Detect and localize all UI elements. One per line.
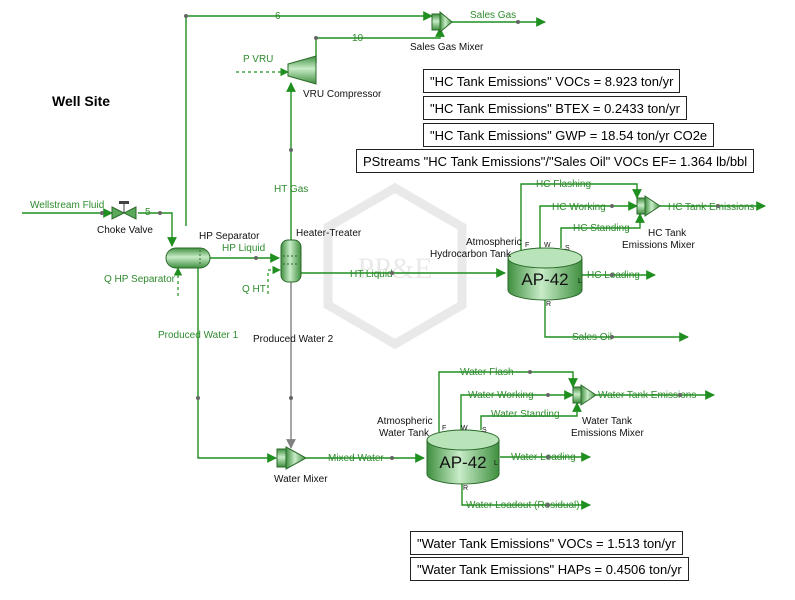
produced-water-1-label: Produced Water 1 <box>158 330 239 341</box>
page-title: Well Site <box>52 93 110 109</box>
p-vru-label: P VRU <box>243 54 273 65</box>
water-flash-label: Water Flash <box>460 367 514 378</box>
vru-compressor[interactable] <box>287 55 317 85</box>
water-loading-label: Water Loading <box>511 452 576 463</box>
watermark-text: PP&E <box>357 252 432 285</box>
result-hc-btex: "HC Tank Emissions" BTEX = 0.2433 ton/yr <box>423 96 687 120</box>
water-loadout-label: Water Loadout (Residual) <box>466 500 580 511</box>
stream-q-ht[interactable] <box>267 265 281 294</box>
heater-treater[interactable] <box>280 239 302 283</box>
result-hc-gwp: "HC Tank Emissions" GWP = 18.54 ton/yr C… <box>423 123 715 147</box>
sales-oil-label: Sales Oil <box>572 332 612 343</box>
vru-compressor-label: VRU Compressor <box>303 89 382 100</box>
water-tank[interactable]: AP-42 <box>426 429 500 485</box>
hp-liquid-label: HP Liquid <box>222 243 265 254</box>
water-tank-label-1: Atmospheric <box>377 416 433 427</box>
hp-separator[interactable] <box>165 247 211 269</box>
stream-water-flash[interactable] <box>438 371 578 432</box>
hc-tank-label-2: Hydrocarbon Tank <box>430 249 512 260</box>
stream-5-label: 5 <box>145 207 151 218</box>
hc-tank-emissions-label: HC Tank Emissions <box>668 202 755 213</box>
hc-port-r: R <box>546 301 551 308</box>
hc-mixer-label-1: HC Tank <box>648 228 687 239</box>
water-tank-emissions-label: Water Tank Emissions <box>598 390 696 401</box>
result-hc-ef: PStreams "HC Tank Emissions"/"Sales Oil"… <box>356 149 755 173</box>
stream-sales-oil[interactable] <box>544 300 689 342</box>
result-water-vocs: "Water Tank Emissions" VOCs = 1.513 ton/… <box>410 531 683 555</box>
watermark: PP&E <box>323 182 467 350</box>
stream-10[interactable] <box>315 27 445 63</box>
wellstream-label: Wellstream Fluid <box>30 200 104 211</box>
ht-liquid-label: HT Liquid <box>350 269 393 280</box>
hc-working-label: HC Working <box>552 202 606 213</box>
water-em-mixer-label-2: Emissions Mixer <box>571 428 644 439</box>
result-hc-vocs: "HC Tank Emissions" VOCs = 8.923 ton/yr <box>423 69 681 93</box>
q-hp-sep-label: Q HP Separator <box>104 274 176 285</box>
sales-gas-mixer-label: Sales Gas Mixer <box>410 42 484 53</box>
choke-valve-label: Choke Valve <box>97 225 153 236</box>
stream-hc-working[interactable] <box>539 201 638 248</box>
stream-produced-water-1[interactable] <box>197 268 277 463</box>
choke-valve[interactable] <box>111 201 137 220</box>
stream-hc-standing[interactable] <box>560 213 645 248</box>
water-mixer[interactable] <box>276 446 308 470</box>
ht-gas-label: HT Gas <box>274 184 308 195</box>
hc-tank-label-1: Atmospheric <box>466 237 522 248</box>
stream-water-working[interactable] <box>460 390 574 430</box>
water-port-w: W <box>461 425 468 432</box>
mixed-water-label: Mixed Water <box>328 453 384 464</box>
stream-10-label: 10 <box>352 33 364 44</box>
hc-standing-label: HC Standing <box>573 223 630 234</box>
hc-tank[interactable]: AP-42 <box>507 247 583 301</box>
water-tank-text: AP-42 <box>439 453 486 472</box>
stream-node-dots <box>100 14 720 507</box>
stream-water-standing[interactable] <box>480 402 582 430</box>
hc-mixer-label-2: Emissions Mixer <box>622 240 695 251</box>
water-port-l: L <box>494 460 498 467</box>
q-ht-label: Q HT <box>242 284 266 295</box>
sales-gas-label: Sales Gas <box>470 10 516 21</box>
hc-flashing-label: HC Flashing <box>536 179 591 190</box>
hc-port-s: S <box>565 245 570 252</box>
heater-treater-label: Heater-Treater <box>296 228 362 239</box>
hc-port-f: F <box>525 242 529 249</box>
stream-6-label: 6 <box>275 11 281 22</box>
hc-port-l: L <box>578 278 582 285</box>
hc-tank-text: AP-42 <box>521 270 568 289</box>
water-port-r: R <box>463 485 468 492</box>
hc-tank-emissions-mixer[interactable] <box>636 195 661 217</box>
stream-hc-flashing[interactable] <box>520 183 642 250</box>
produced-water-2-label: Produced Water 2 <box>253 334 334 345</box>
hp-separator-label: HP Separator <box>199 231 260 242</box>
water-tank-label-2: Water Tank <box>379 428 430 439</box>
stream-6[interactable] <box>185 11 433 226</box>
water-tank-emissions-mixer[interactable] <box>572 384 597 406</box>
hc-port-w: W <box>544 242 551 249</box>
water-standing-label: Water Standing <box>491 409 560 420</box>
water-working-label: Water Working <box>468 390 534 401</box>
water-port-f: F <box>442 425 446 432</box>
stream-5[interactable] <box>138 212 177 247</box>
result-water-haps: "Water Tank Emissions" HAPs = 0.4506 ton… <box>410 557 689 581</box>
water-em-mixer-label-1: Water Tank <box>582 416 633 427</box>
water-mixer-label: Water Mixer <box>274 474 328 485</box>
sales-gas-mixer[interactable] <box>431 10 453 34</box>
water-port-s: S <box>482 427 487 434</box>
